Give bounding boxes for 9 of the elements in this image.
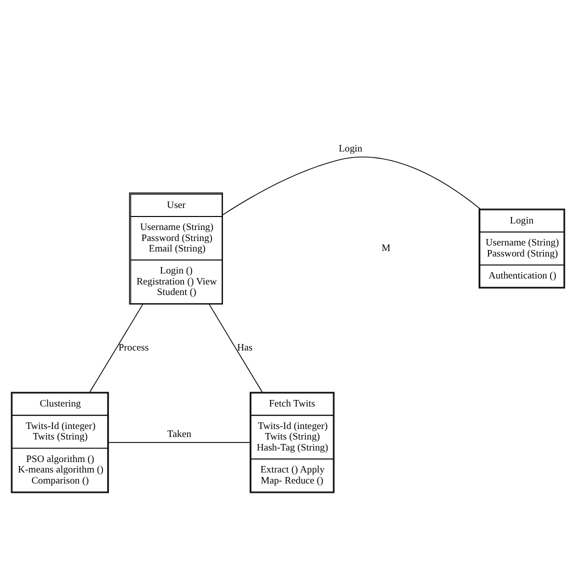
edge-label: Login xyxy=(338,143,362,154)
edge-label: Has xyxy=(237,342,252,354)
label: M xyxy=(382,243,390,254)
connector xyxy=(89,304,144,392)
edge-label: Taken xyxy=(167,429,192,440)
connector xyxy=(222,156,480,216)
connector xyxy=(108,442,251,443)
connector xyxy=(208,304,263,392)
edge-label: Process xyxy=(118,342,149,354)
